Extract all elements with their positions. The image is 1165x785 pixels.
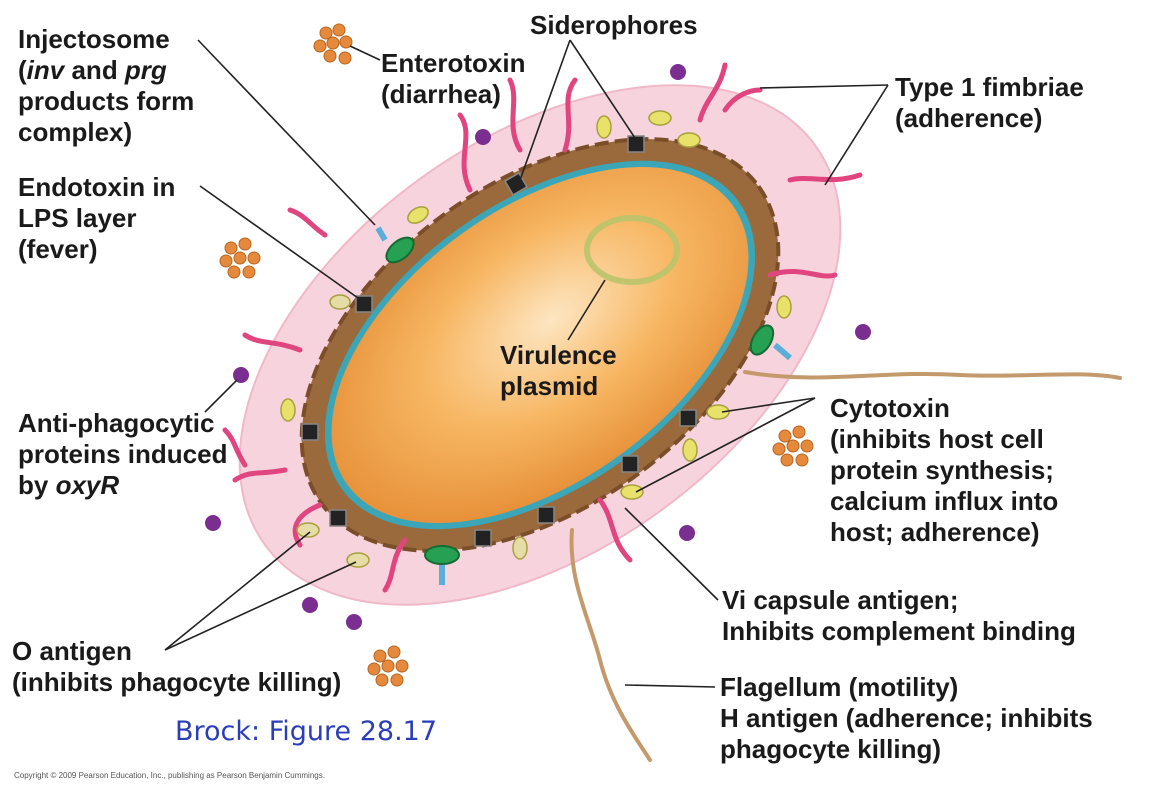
label-o-antigen: O antigen (inhibits phagocyte killing) — [12, 636, 341, 698]
label-antiphagocytic: Anti-phagocytic proteins induced by oxyR — [18, 408, 227, 501]
enterotoxin-cluster — [773, 426, 813, 466]
enterotoxin-cluster — [368, 646, 408, 686]
siderophore — [475, 530, 491, 546]
label-virulence-plasmid: Virulence plasmid — [500, 340, 617, 402]
o-antigen — [297, 523, 319, 537]
o-antigen — [330, 295, 350, 309]
flagellum — [572, 530, 650, 760]
enterotoxin-cluster — [220, 238, 260, 278]
cytotoxin — [777, 296, 791, 318]
cytotoxin — [281, 399, 295, 421]
siderophore — [356, 296, 372, 312]
purple-molecule — [346, 614, 362, 630]
siderophore — [330, 510, 346, 526]
copyright-notice: Copyright © 2009 Pearson Education, Inc.… — [14, 771, 325, 780]
leader-o-antigen-a — [165, 532, 310, 650]
siderophore — [680, 410, 696, 426]
leader-fimbriae-b — [825, 85, 888, 185]
label-enterotoxin: Enterotoxin (diarrhea) — [381, 48, 525, 110]
leader-fimbriae-a — [760, 85, 888, 88]
cytotoxin — [621, 485, 643, 499]
leader-vi — [625, 508, 718, 600]
leader-flagellum — [625, 685, 715, 687]
flagellum — [745, 372, 1120, 378]
purple-molecule — [302, 597, 318, 613]
cytotoxin — [683, 439, 697, 461]
siderophore — [622, 456, 638, 472]
siderophore — [628, 136, 644, 152]
cytotoxin — [649, 111, 671, 125]
purple-molecule — [205, 515, 221, 531]
fimbria — [290, 210, 325, 235]
label-vi-capsule: Vi capsule antigen; Inhibits complement … — [722, 585, 1076, 647]
label-flagellum: Flagellum (motility) H antigen (adherenc… — [720, 672, 1093, 765]
label-siderophores: Siderophores — [530, 10, 698, 41]
cytotoxin — [597, 116, 611, 138]
leader-endotoxin — [200, 186, 358, 298]
purple-molecule — [670, 64, 686, 80]
purple-molecule — [855, 324, 871, 340]
leader-enterotoxin — [350, 46, 380, 60]
label-endotoxin: Endotoxin in LPS layer (fever) — [18, 172, 175, 265]
figure-caption: Brock: Figure 28.17 — [175, 716, 437, 747]
label-injectosome: Injectosome (inv and prg products form c… — [18, 24, 194, 148]
injectosome — [425, 546, 459, 564]
leader-injectosome — [198, 40, 375, 225]
siderophore — [538, 507, 554, 523]
label-cytotoxin: Cytotoxin (inhibits host cell protein sy… — [830, 393, 1058, 548]
enterotoxin-cluster — [314, 24, 352, 64]
purple-molecule — [679, 525, 695, 541]
cytotoxin — [678, 133, 700, 147]
siderophore — [302, 424, 318, 440]
o-antigen — [513, 537, 527, 559]
label-fimbriae: Type 1 fimbriae (adherence) — [895, 72, 1084, 134]
purple-molecule — [475, 129, 491, 145]
